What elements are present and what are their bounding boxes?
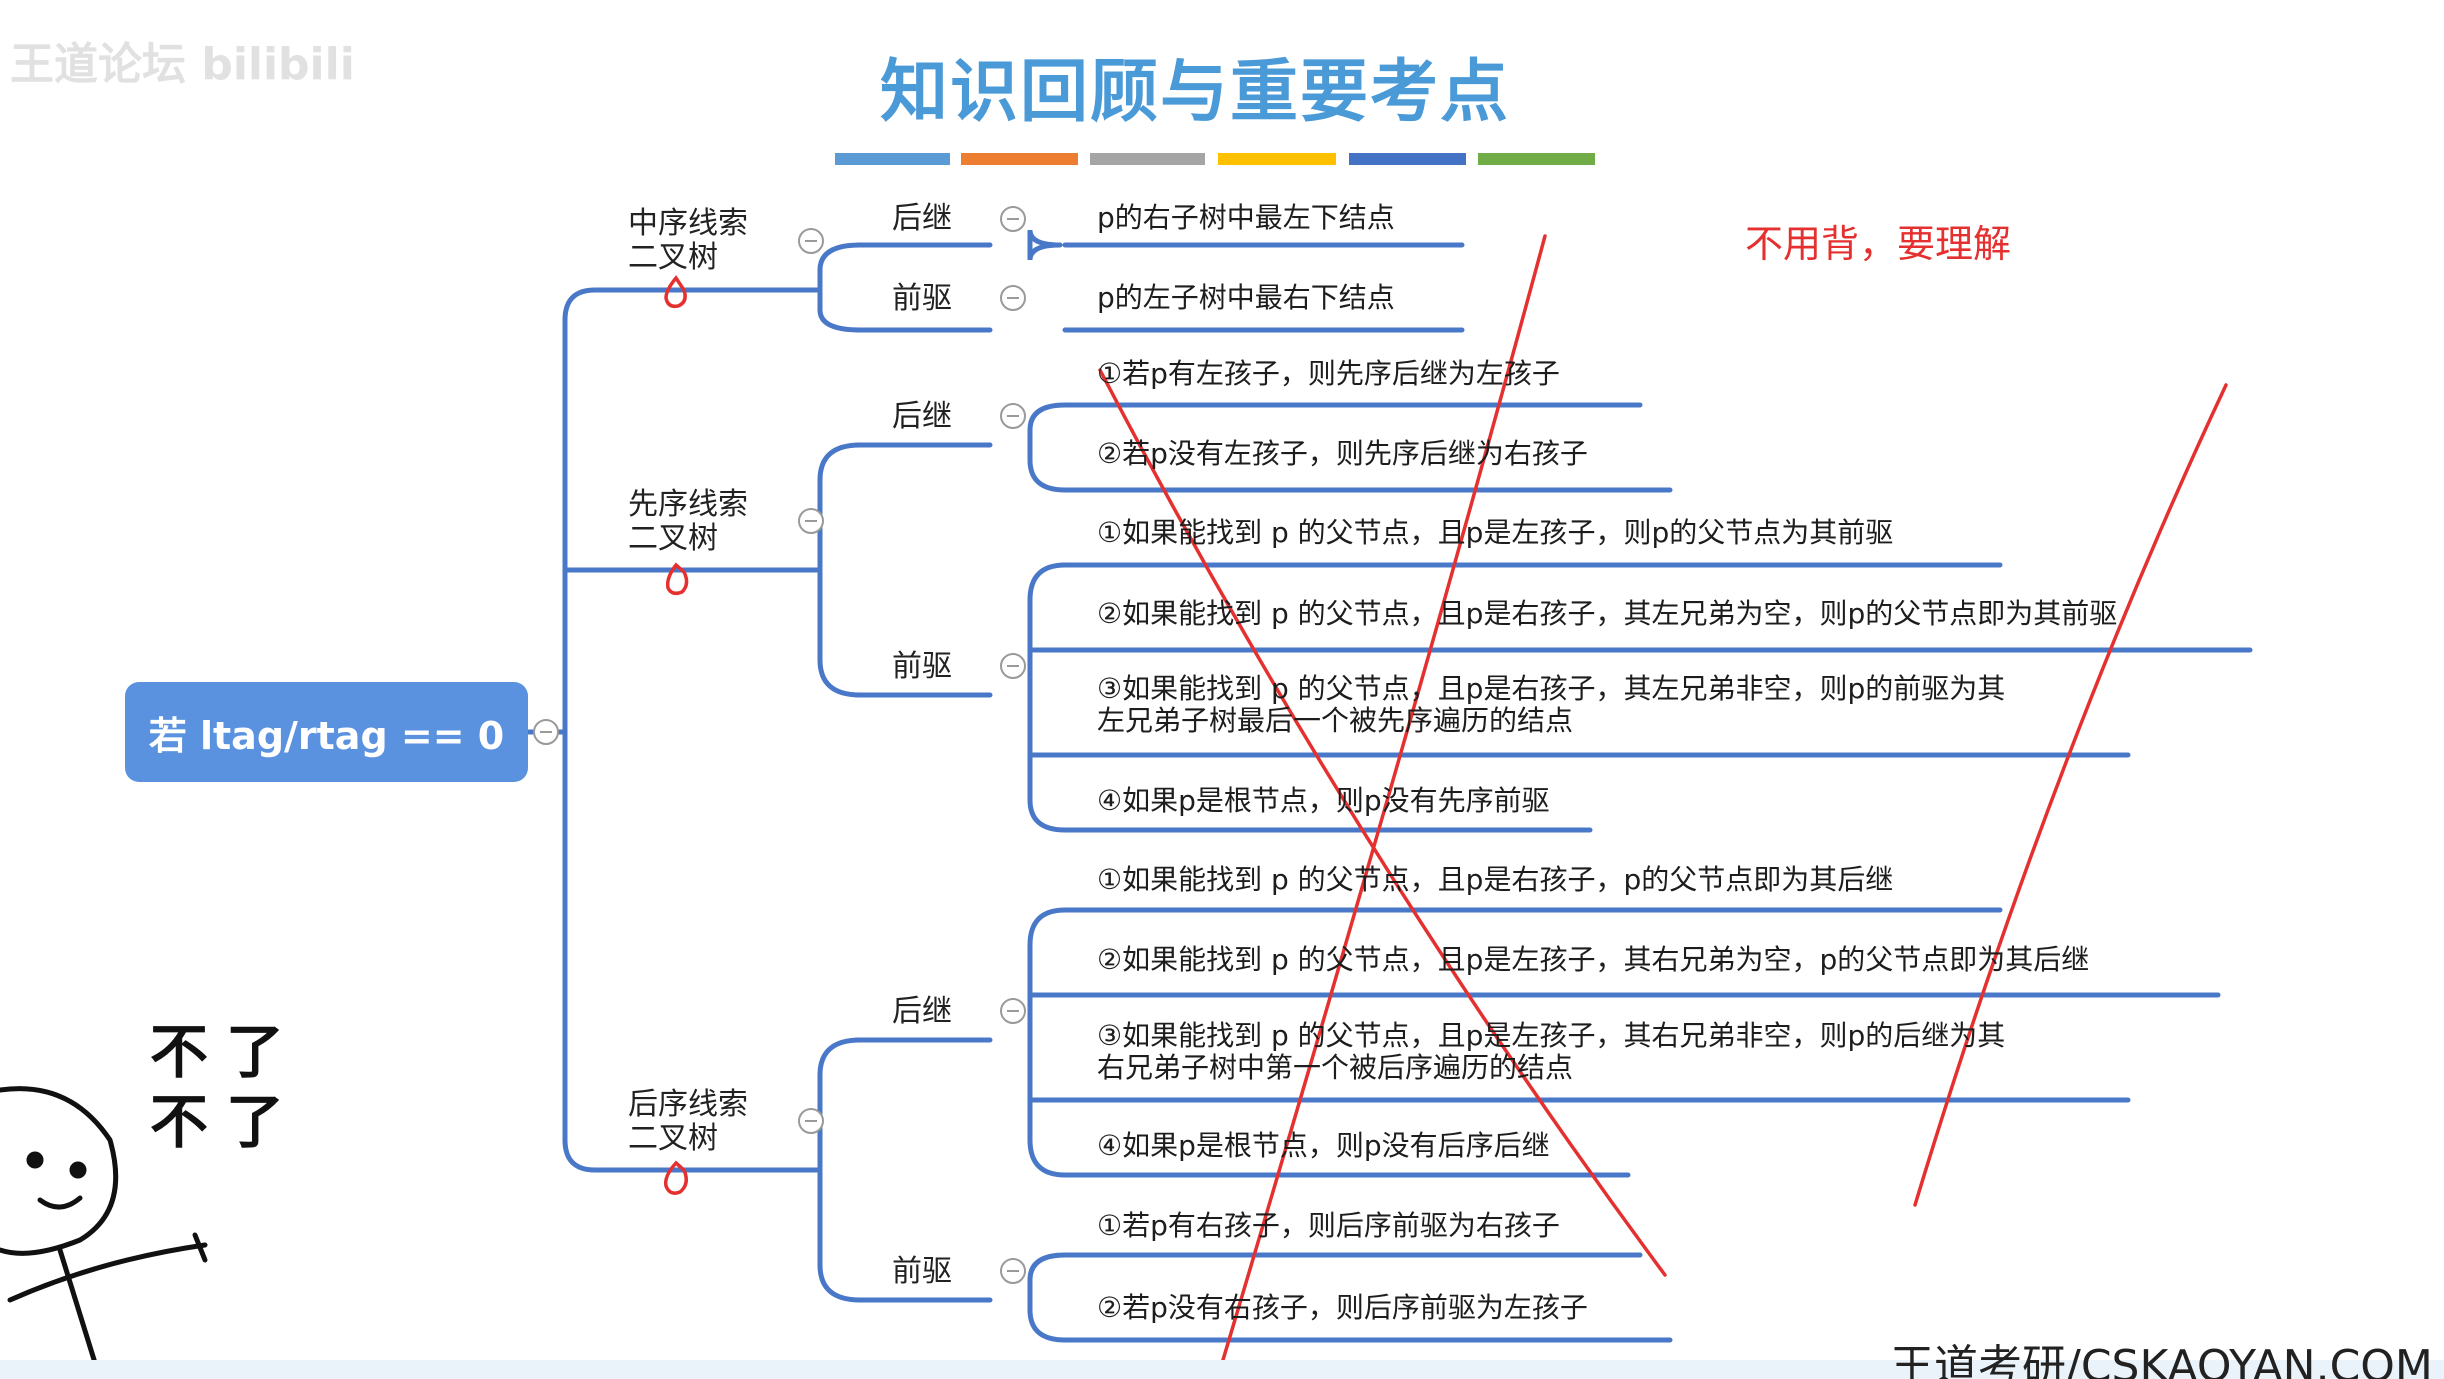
inorder-predecessor[interactable]: 前驱 <box>892 281 952 316</box>
list-item[interactable]: ④如果p是根节点，则p没有先序前驱 <box>1097 784 1550 817</box>
postorder-successor[interactable]: 后继 <box>892 994 952 1029</box>
list-item[interactable]: ①若p有左孩子，则先序后继为左孩子 <box>1097 357 1560 390</box>
red-drop-mark <box>664 275 687 309</box>
collapse-icon[interactable] <box>798 1108 824 1134</box>
collapse-icon[interactable] <box>1000 285 1026 311</box>
color-bar-segment <box>1349 153 1466 165</box>
stick-figure-doodle <box>0 1086 208 1379</box>
list-item[interactable]: ②如果能找到 p 的父节点，且p是左孩子，其右兄弟为空，p的父节点即为其后继 <box>1097 943 2090 976</box>
list-item[interactable]: ④如果p是根节点，则p没有后序后继 <box>1097 1129 1550 1162</box>
watermark-logo: 王道论坛 bilibili <box>10 39 355 90</box>
postorder-predecessor[interactable]: 前驱 <box>892 1254 952 1289</box>
list-item[interactable]: ②若p没有右孩子，则后序前驱为左孩子 <box>1097 1291 1588 1324</box>
list-item[interactable]: ②若p没有左孩子，则先序后继为右孩子 <box>1097 437 1588 470</box>
list-item[interactable]: ②如果能找到 p 的父节点，且p是右孩子，其左兄弟为空，则p的父节点即为其前驱 <box>1097 597 2118 630</box>
category-preorder[interactable]: 先序线索 二叉树 <box>628 487 748 556</box>
list-item[interactable]: p的右子树中最左下结点 <box>1097 201 1395 234</box>
collapse-icon[interactable] <box>798 508 824 534</box>
collapse-icon[interactable] <box>533 719 559 745</box>
red-strike-line <box>1218 234 1547 1372</box>
preorder-predecessor[interactable]: 前驱 <box>892 649 952 684</box>
list-item[interactable]: ①若p有右孩子，则后序前驱为右孩子 <box>1097 1209 1560 1242</box>
meme-text-line: 不了 <box>150 1018 303 1086</box>
red-drop-mark <box>665 562 689 596</box>
list-item[interactable]: ①如果能找到 p 的父节点，且p是右孩子，p的父节点即为其后继 <box>1097 863 1894 896</box>
list-item[interactable]: ①如果能找到 p 的父节点，且p是左孩子，则p的父节点为其前驱 <box>1097 516 1894 549</box>
color-bar-segment <box>835 153 950 165</box>
page-title: 知识回顾与重要考点 <box>880 52 1511 132</box>
color-bar-segment <box>1090 153 1205 165</box>
color-bar-segment <box>961 153 1078 165</box>
red-drop-mark <box>663 1160 688 1195</box>
collapse-icon[interactable] <box>1000 403 1026 429</box>
root-node[interactable]: 若 ltag/rtag == 0 <box>125 682 528 782</box>
list-item[interactable]: ③如果能找到 p 的父节点，且p是左孩子，其右兄弟非空，则p的后继为其 右兄弟子… <box>1097 1019 2006 1085</box>
collapse-icon[interactable] <box>1000 206 1026 232</box>
list-item[interactable]: p的左子树中最右下结点 <box>1097 281 1395 314</box>
handwritten-note: 不用背，要理解 <box>1745 222 2012 266</box>
inorder-successor[interactable]: 后继 <box>892 201 952 236</box>
meme-text-line: 不了 <box>150 1088 303 1156</box>
title-color-bar <box>835 153 1595 165</box>
preorder-successor[interactable]: 后继 <box>892 399 952 434</box>
red-strike-line <box>1913 383 2228 1207</box>
footer-watermark: 王道考研/CSKAOYAN.COM <box>1890 1341 2433 1379</box>
list-item[interactable]: ③如果能找到 p 的父节点，且p是右孩子，其左兄弟非空，则p的前驱为其 左兄弟子… <box>1097 672 2006 738</box>
category-inorder[interactable]: 中序线索 二叉树 <box>628 206 748 275</box>
collapse-icon[interactable] <box>1000 998 1026 1024</box>
color-bar-segment <box>1218 153 1336 165</box>
category-postorder[interactable]: 后序线索 二叉树 <box>628 1087 748 1156</box>
color-bar-segment <box>1478 153 1595 165</box>
red-strike-line <box>1098 368 1667 1277</box>
collapse-icon[interactable] <box>798 228 824 254</box>
collapse-icon[interactable] <box>1000 1258 1026 1284</box>
collapse-icon[interactable] <box>1000 653 1026 679</box>
